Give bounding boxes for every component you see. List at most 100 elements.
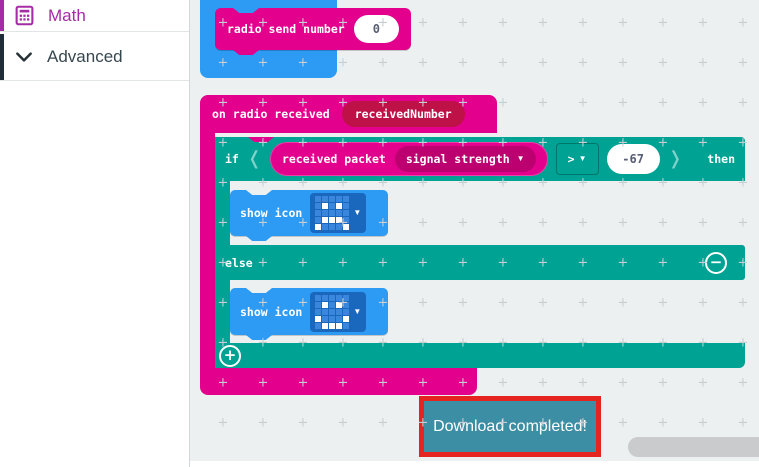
grid-cross-icon: + [617, 415, 629, 431]
grid-cross-icon: + [697, 215, 709, 231]
on-radio-received-spine [200, 133, 215, 368]
remove-else-button[interactable]: − [705, 251, 727, 274]
grid-cross-icon: + [617, 95, 629, 111]
else-bar[interactable]: else − [215, 245, 745, 280]
comparison-operator-dropdown[interactable]: > ▼ [555, 143, 599, 175]
sad-face-icon [315, 196, 350, 230]
grid-cross-icon: + [577, 295, 589, 311]
grid-cross-icon: + [497, 55, 509, 71]
grid-cross-icon: + [417, 215, 429, 231]
grid-cross-icon: + [697, 415, 709, 431]
radio-send-number-block[interactable]: radio send number 0 [215, 8, 411, 55]
radio-send-value-input[interactable]: 0 [353, 15, 399, 43]
grid-cross-icon: + [737, 15, 749, 31]
grid-cross-icon: + [617, 375, 629, 391]
sidebar-divider [0, 31, 189, 32]
grid-cross-icon: + [737, 215, 749, 231]
hex-slot-right: ❭ [667, 148, 683, 169]
grid-cross-icon: + [657, 295, 669, 311]
icon-picker-dropdown[interactable]: ▼ [310, 291, 367, 332]
grid-cross-icon: + [657, 215, 669, 231]
grid-cross-icon: + [697, 15, 709, 31]
grid-cross-icon: + [457, 15, 469, 31]
hex-slot-left: ❬ [246, 148, 262, 169]
received-packet-reporter[interactable]: received packet signal strength ▼ [269, 142, 548, 176]
grid-cross-icon: + [737, 295, 749, 311]
chevron-down-icon [14, 47, 34, 67]
sidebar-item-advanced[interactable]: Advanced [0, 34, 189, 80]
grid-cross-icon: + [497, 95, 509, 111]
grid-cross-icon: + [577, 15, 589, 31]
grid-cross-icon: + [537, 215, 549, 231]
sidebar-item-label: Advanced [47, 47, 123, 66]
grid-cross-icon: + [657, 55, 669, 71]
threshold-value-input[interactable]: -67 [606, 144, 660, 174]
then-label: then [707, 152, 735, 166]
grid-cross-icon: + [737, 375, 749, 391]
grid-cross-icon: + [697, 55, 709, 71]
if-block-bottom: + [215, 343, 745, 368]
category-sidebar: Math Advanced [0, 0, 190, 467]
grid-cross-icon: + [577, 375, 589, 391]
block-notch [246, 190, 272, 195]
received-number-variable[interactable]: receivedNumber [341, 101, 465, 127]
toast-text: Download completed! [433, 417, 587, 435]
grid-cross-icon: + [537, 55, 549, 71]
calculator-icon [14, 5, 35, 26]
grid-cross-icon: + [457, 55, 469, 71]
grid-cross-icon: + [657, 95, 669, 111]
else-label: else [225, 255, 253, 270]
happy-face-icon [315, 294, 350, 329]
block-tab [246, 236, 272, 241]
grid-cross-icon: + [337, 415, 349, 431]
grid-cross-icon: + [537, 95, 549, 111]
grid-cross-icon: + [657, 415, 669, 431]
on-radio-received-block[interactable]: on radio received receivedNumber [200, 95, 497, 133]
block-tab [233, 50, 259, 55]
packet-property-dropdown[interactable]: signal strength ▼ [394, 146, 536, 172]
block-workspace[interactable]: radio send number 0 on radio received re… [190, 0, 759, 461]
grid-cross-icon: + [737, 55, 749, 71]
show-icon-block-then[interactable]: show icon ▼ [230, 190, 388, 241]
grid-cross-icon: + [617, 295, 629, 311]
horizontal-scrollbar[interactable] [628, 437, 759, 457]
block-notch [246, 288, 272, 293]
dropdown-arrow-icon: ▼ [353, 208, 362, 217]
grid-cross-icon: + [417, 295, 429, 311]
show-icon-block-else[interactable]: show icon ▼ [230, 288, 388, 340]
block-notch [248, 137, 274, 142]
grid-cross-icon: + [297, 415, 309, 431]
download-toast: Download completed! [424, 401, 596, 452]
icon-picker-dropdown[interactable]: ▼ [310, 193, 367, 233]
grid-cross-icon: + [497, 375, 509, 391]
if-block-header[interactable]: if ❬ received packet signal strength ▼ >… [215, 137, 745, 181]
grid-cross-icon: + [577, 215, 589, 231]
grid-cross-icon: + [737, 95, 749, 111]
sidebar-item-math[interactable]: Math [0, 0, 189, 31]
grid-cross-icon: + [497, 215, 509, 231]
grid-cross-icon: + [377, 415, 389, 431]
grid-cross-icon: + [657, 15, 669, 31]
grid-cross-icon: + [417, 55, 429, 71]
grid-cross-icon: + [537, 15, 549, 31]
grid-cross-icon: + [697, 375, 709, 391]
block-tab [246, 335, 272, 340]
grid-cross-icon: + [377, 55, 389, 71]
dropdown-arrow-icon: ▼ [353, 306, 362, 316]
add-branch-button[interactable]: + [219, 344, 241, 367]
math-category-bar [0, 0, 4, 31]
grid-cross-icon: + [617, 55, 629, 71]
grid-cross-icon: + [537, 375, 549, 391]
grid-cross-icon: + [577, 55, 589, 71]
dropdown-arrow-icon: ▼ [516, 154, 525, 163]
show-icon-label: show icon [240, 206, 303, 220]
grid-cross-icon: + [497, 295, 509, 311]
on-radio-received-bottom [200, 368, 477, 395]
grid-cross-icon: + [257, 415, 269, 431]
grid-cross-icon: + [657, 375, 669, 391]
grid-cross-icon: + [697, 295, 709, 311]
grid-cross-icon: + [617, 15, 629, 31]
grid-cross-icon: + [217, 415, 229, 431]
grid-cross-icon: + [697, 95, 709, 111]
grid-cross-icon: + [537, 295, 549, 311]
